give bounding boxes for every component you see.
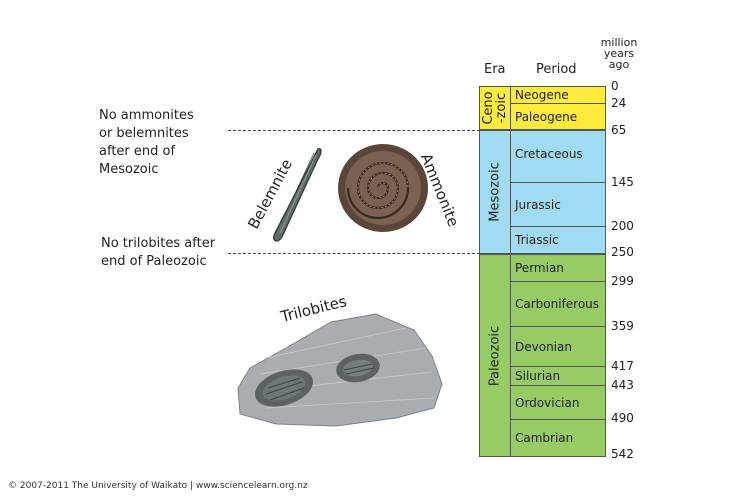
era-cenozoic: Ceno -zoic bbox=[479, 86, 511, 130]
period-neogene: Neogene bbox=[510, 86, 606, 104]
note-line: No ammonites bbox=[99, 108, 194, 123]
period-jurassic: Jurassic bbox=[510, 182, 606, 227]
period-ordovician: Ordovician bbox=[510, 385, 606, 420]
period-cretaceous: Cretaceous bbox=[510, 130, 606, 183]
paleozoic-extinction-note: No trilobites after end of Paleozoic bbox=[101, 235, 215, 271]
age-label: 359 bbox=[611, 319, 634, 333]
age-label: 443 bbox=[611, 378, 634, 392]
period-paleogene: Paleogene bbox=[510, 103, 606, 130]
note-line: No trilobites after bbox=[101, 236, 216, 251]
period-header: Period bbox=[536, 62, 577, 77]
era-paleozoic: Paleozoic bbox=[479, 254, 511, 457]
ma-header-line: years bbox=[603, 47, 635, 60]
period-permian: Permian bbox=[510, 254, 606, 282]
ammonite-fossil-image bbox=[338, 144, 428, 232]
paleozoic-boundary-line bbox=[228, 253, 480, 254]
age-label: 299 bbox=[611, 274, 634, 288]
period-devonian: Devonian bbox=[510, 326, 606, 367]
age-label: 250 bbox=[611, 245, 634, 259]
period-triassic: Triassic bbox=[510, 226, 606, 254]
age-label: 490 bbox=[611, 411, 634, 425]
ma-header-line: million bbox=[600, 36, 638, 49]
period-carboniferous: Carboniferous bbox=[510, 281, 606, 327]
age-label: 145 bbox=[611, 175, 634, 189]
era-label-line: -zoic bbox=[494, 92, 509, 124]
period-silurian: Silurian bbox=[510, 366, 606, 386]
age-label: 24 bbox=[611, 96, 627, 110]
age-label: 542 bbox=[611, 447, 634, 461]
period-cambrian: Cambrian bbox=[510, 419, 606, 457]
belemnite-fossil-image bbox=[273, 148, 322, 242]
million-years-ago-header: million years ago bbox=[594, 37, 644, 70]
ma-header-line: ago bbox=[608, 58, 630, 71]
age-label: 200 bbox=[611, 219, 634, 233]
note-line: end of Paleozoic bbox=[101, 254, 207, 269]
trilobites-fossil-image bbox=[237, 313, 443, 427]
era-label: Ceno -zoic bbox=[481, 91, 509, 124]
age-label: 417 bbox=[611, 359, 634, 373]
mesozoic-extinction-note: No ammonites or belemnites after end of … bbox=[99, 107, 194, 179]
note-line: Mesozoic bbox=[99, 162, 159, 177]
era-label: Paleozoic bbox=[487, 325, 503, 386]
note-line: or belemnites bbox=[99, 126, 189, 141]
age-label: 0 bbox=[611, 79, 619, 93]
era-label: Mesozoic bbox=[487, 162, 503, 222]
copyright-footer: © 2007-2011 The University of Waikato | … bbox=[8, 481, 308, 491]
era-mesozoic: Mesozoic bbox=[479, 130, 511, 254]
note-line: after end of bbox=[99, 144, 176, 159]
mesozoic-boundary-line bbox=[228, 130, 480, 131]
era-header: Era bbox=[484, 62, 506, 77]
age-label: 65 bbox=[611, 123, 627, 137]
